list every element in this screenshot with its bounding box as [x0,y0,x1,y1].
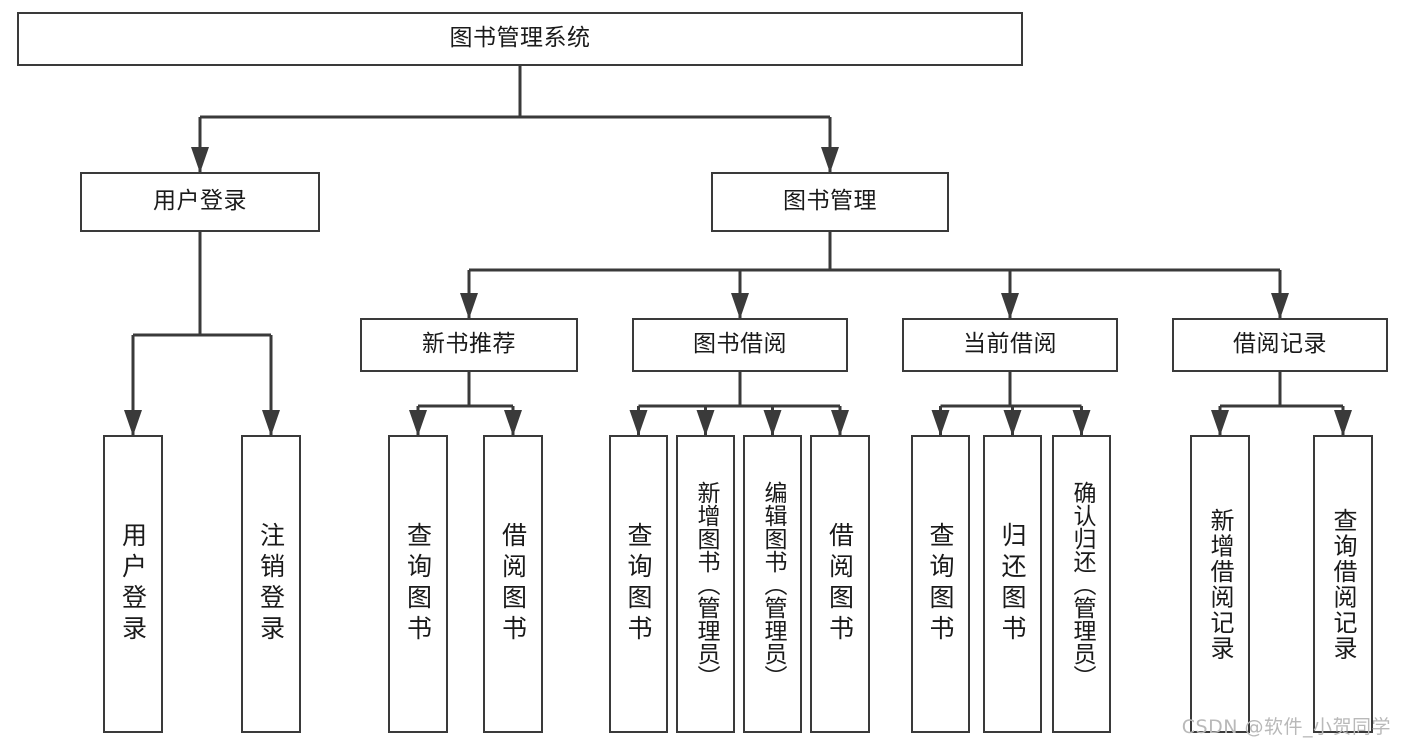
node-label-l-bw-edit: 编辑图书（管理员） [760,480,786,688]
edge-arrowhead [262,410,280,436]
edge-arrowhead [763,410,782,436]
node-label-l-cu-confirm: 确认归还（管理员） [1069,480,1095,688]
node-label-l-userlogin: 用户登录 [118,522,148,646]
node-label-l-cu-return: 归还图书 [998,522,1027,646]
edge-arrowhead [1211,410,1229,436]
node-label-l-rc-add: 新增借阅记录 [1206,507,1234,661]
node-l-userlogin[interactable]: 用户登录 [103,435,163,733]
edge-arrowhead [409,410,427,436]
node-records[interactable]: 借阅记录 [1172,318,1388,372]
edge-arrowhead [831,410,849,436]
edge-arrowhead [191,147,209,173]
node-label-l-bw-add: 新增图书（管理员） [693,480,719,688]
node-label-l-logout: 注销登录 [256,522,286,646]
node-l-bw-add[interactable]: 新增图书（管理员） [676,435,735,733]
node-label-l-nb-query: 查询图书 [403,522,433,646]
node-l-bw-edit[interactable]: 编辑图书（管理员） [743,435,802,733]
node-l-nb-query[interactable]: 查询图书 [388,435,448,733]
edge-arrowhead [460,293,478,319]
node-label-newbooks: 新书推荐 [422,331,516,358]
edge-arrowhead [504,410,522,436]
node-label-l-cu-query: 查询图书 [926,522,955,646]
edge-arrowhead [629,410,648,436]
node-l-nb-borrow[interactable]: 借阅图书 [483,435,543,733]
node-l-cu-return[interactable]: 归还图书 [983,435,1042,733]
node-label-l-rc-query: 查询借阅记录 [1329,507,1357,661]
node-label-current: 当前借阅 [963,331,1057,358]
node-l-bw-borrow[interactable]: 借阅图书 [810,435,870,733]
node-label-l-bw-query: 查询图书 [624,522,653,646]
node-newbooks[interactable]: 新书推荐 [360,318,578,372]
node-label-l-bw-borrow: 借阅图书 [825,522,855,646]
edge-arrowhead [1003,410,1022,436]
edge-arrowhead [1334,410,1352,436]
node-label-login: 用户登录 [153,188,247,215]
edge-arrowhead [696,410,715,436]
node-l-rc-add[interactable]: 新增借阅记录 [1190,435,1250,733]
node-label-root: 图书管理系统 [449,25,591,52]
node-label-records: 借阅记录 [1233,331,1327,358]
edge-arrowhead [1072,410,1091,436]
edge-arrowhead [821,147,839,173]
node-l-logout[interactable]: 注销登录 [241,435,301,733]
node-l-cu-query[interactable]: 查询图书 [911,435,970,733]
node-l-rc-query[interactable]: 查询借阅记录 [1313,435,1373,733]
node-label-borrow: 图书借阅 [693,331,787,358]
node-bookmgmt[interactable]: 图书管理 [711,172,949,232]
node-l-bw-query[interactable]: 查询图书 [609,435,668,733]
edge-arrowhead [731,293,749,319]
edge-arrowhead [931,410,950,436]
node-current[interactable]: 当前借阅 [902,318,1118,372]
edge-arrowhead [1001,293,1019,319]
node-l-cu-confirm[interactable]: 确认归还（管理员） [1052,435,1111,733]
edge-arrowhead [124,410,142,436]
node-login[interactable]: 用户登录 [80,172,320,232]
node-root[interactable]: 图书管理系统 [17,12,1023,66]
edge-arrowhead [1271,293,1289,319]
node-label-l-nb-borrow: 借阅图书 [498,522,528,646]
node-borrow[interactable]: 图书借阅 [632,318,848,372]
node-label-bookmgmt: 图书管理 [783,188,877,215]
